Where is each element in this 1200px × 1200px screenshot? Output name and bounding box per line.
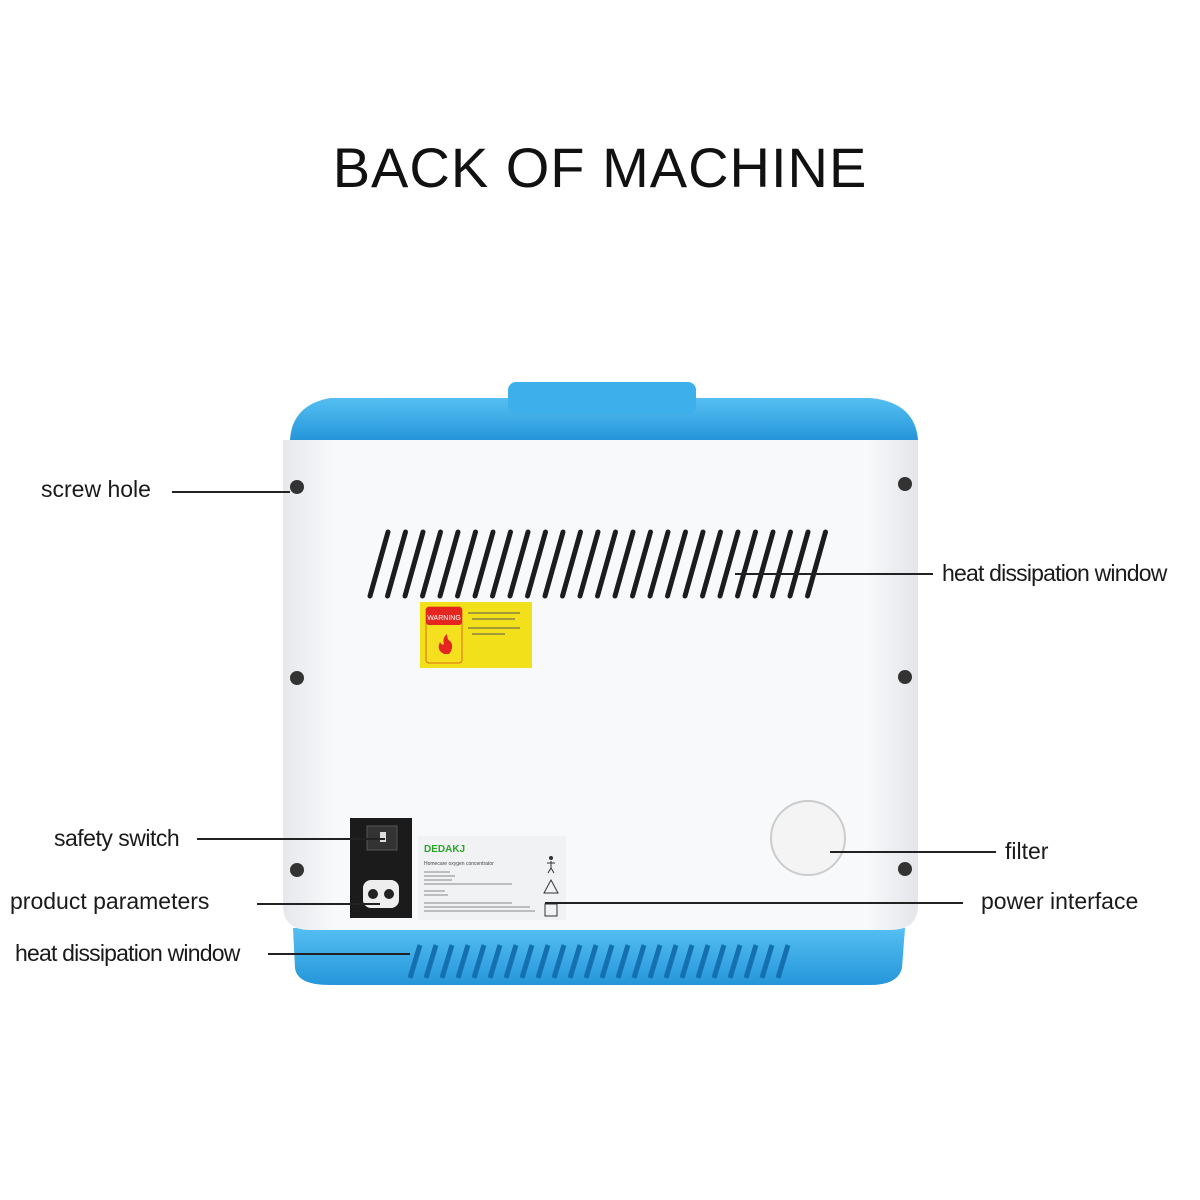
vent-slot: [577, 529, 601, 599]
leader-line: [257, 903, 380, 905]
vent-slot: [439, 944, 455, 979]
vent-slot: [679, 944, 695, 979]
vent-slot: [367, 529, 391, 599]
vent-slot: [695, 944, 711, 979]
vent-slot: [770, 529, 793, 599]
label-screw-hole: screw hole: [41, 476, 151, 502]
vent-slot: [631, 944, 647, 979]
label-heat-dissipation-window-top: heat dissipation window: [942, 560, 1167, 586]
label-filter: filter: [1005, 838, 1049, 864]
label-heat-dissipation-window-bottom: heat dissipation window: [15, 940, 240, 966]
vent-slot: [472, 529, 496, 599]
vent-slot: [647, 529, 671, 599]
vent-slot: [663, 944, 679, 979]
vent-slot: [805, 529, 828, 599]
bottom-base: [293, 928, 905, 985]
label-product-parameters: product parameters: [10, 888, 210, 914]
vent-slot: [525, 529, 548, 599]
vent-slot: [647, 944, 663, 979]
vent-slot: [759, 944, 775, 979]
vent-slot: [752, 529, 776, 599]
vent-slot: [665, 529, 688, 599]
vent-slot: [503, 944, 519, 979]
top-heat-vents: [367, 529, 828, 599]
leader-line: [197, 838, 385, 840]
vent-slot: [487, 944, 503, 979]
vent-slot: [490, 529, 513, 599]
leader-line: [735, 573, 933, 575]
vent-slot: [551, 944, 567, 979]
vent-slot: [542, 529, 566, 599]
page-title: BACK OF MACHINE: [332, 136, 868, 199]
vent-slot: [407, 944, 423, 979]
label-safety-switch: safety switch: [54, 825, 180, 851]
leader-line: [268, 953, 410, 955]
vent-slot: [595, 529, 618, 599]
vent-slot: [471, 944, 487, 979]
product-parameters-plate: DEDAKJ Homecare oxygen concentrator: [418, 836, 566, 920]
safety-switch-and-power-socket: [350, 818, 412, 918]
screw-holes: [290, 477, 912, 877]
vent-slot: [402, 529, 426, 599]
vent-slot: [775, 944, 791, 979]
vent-slot: [437, 529, 461, 599]
vent-slot: [711, 944, 727, 979]
vent-slot: [420, 529, 443, 599]
vent-slot: [612, 529, 636, 599]
vent-slot: [743, 944, 759, 979]
leader-line: [172, 491, 290, 493]
vent-slot: [717, 529, 741, 599]
machine-body: [283, 440, 918, 930]
carry-handle: [508, 382, 696, 414]
warning-sticker: WARNING: [420, 602, 532, 668]
vent-slot: [630, 529, 653, 599]
vent-slot: [682, 529, 706, 599]
vent-slot: [423, 944, 439, 979]
vent-slot: [567, 944, 583, 979]
leader-line: [545, 902, 963, 904]
vent-slot: [615, 944, 631, 979]
vent-slot: [455, 944, 471, 979]
top-cap: [290, 398, 918, 440]
vent-slot: [700, 529, 723, 599]
leader-line: [830, 851, 996, 853]
filter: [770, 800, 846, 876]
vent-slot: [507, 529, 531, 599]
vent-slot: [599, 944, 615, 979]
svg-text:WARNING: WARNING: [427, 615, 461, 622]
svg-text:Homecare oxygen concentrator: Homecare oxygen concentrator: [424, 861, 494, 867]
vent-slot: [535, 944, 551, 979]
vent-slot: [727, 944, 743, 979]
vent-slot: [519, 944, 535, 979]
label-power-interface: power interface: [981, 888, 1139, 914]
vent-slot: [560, 529, 583, 599]
vent-slot: [455, 529, 478, 599]
vent-slot: [385, 529, 408, 599]
vent-slot: [787, 529, 811, 599]
vent-slot: [583, 944, 599, 979]
vent-slot: [735, 529, 758, 599]
bottom-heat-vents: [407, 944, 791, 979]
svg-text:DEDAKJ: DEDAKJ: [424, 844, 465, 855]
